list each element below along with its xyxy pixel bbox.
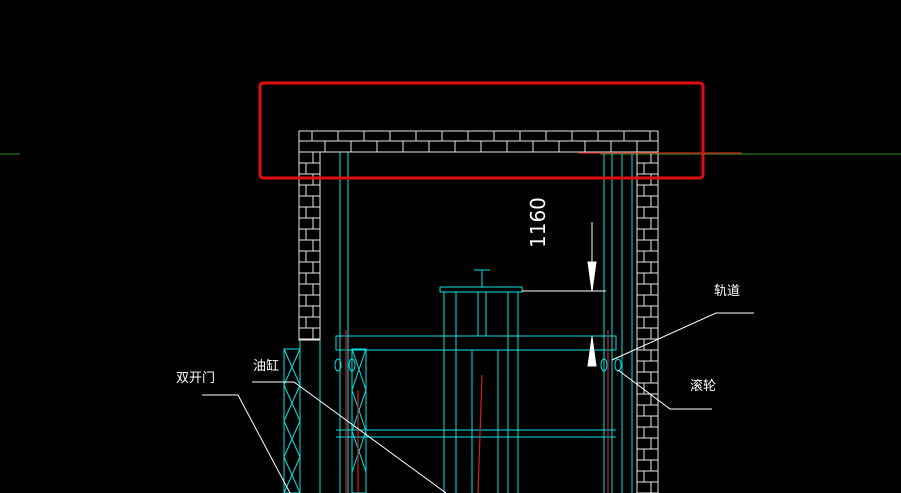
masonry-wall [298,130,659,493]
selection-highlight-box[interactable] [258,81,705,180]
cylinder-label: 油缸 [253,358,279,374]
leader-lines [202,312,754,493]
roller-label: 滚轮 [690,378,716,394]
lift-structure [283,152,633,493]
double-door-label: 双开门 [176,371,215,386]
guide-lines [345,152,742,493]
rail-label: 轨道 [714,284,740,299]
dimension-text: 1160 [526,197,550,248]
dimension-1160 [522,222,606,367]
